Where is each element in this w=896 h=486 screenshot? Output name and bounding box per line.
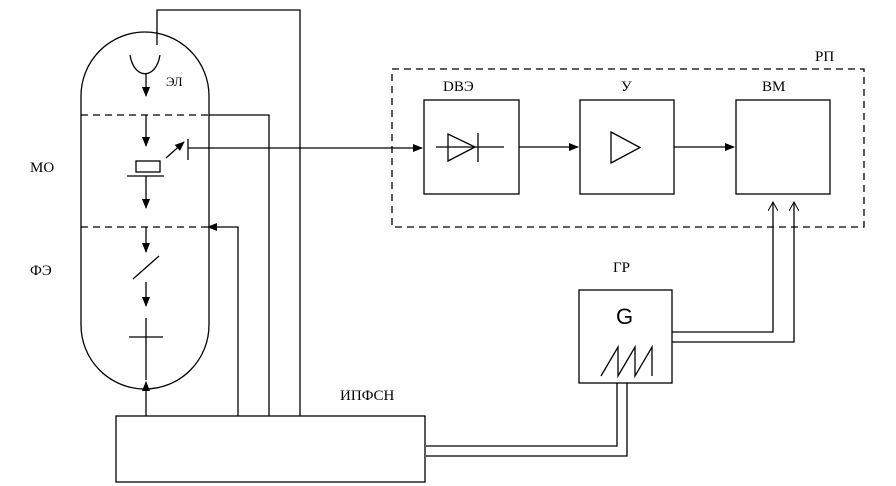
electron-source [129,54,161,75]
label-vm: ВМ [762,79,786,95]
label-gr: ГР [613,260,631,276]
label-u: У [621,79,632,95]
resonator [135,160,161,173]
vm-block [735,99,831,195]
label-dve: DВЭ [443,79,474,95]
tube-outline [80,31,210,390]
label-rp: РП [815,49,835,65]
u-block [579,99,675,195]
label-g: G [616,304,634,329]
rp-enclosure [391,68,865,228]
gr-block [578,289,673,384]
ipfsn-block [115,415,426,483]
label-mo: МО [30,160,55,176]
label-fe: ФЭ [30,263,52,279]
sawtooth-icon [600,344,653,379]
label-ipfsn: ИПФСН [340,388,395,404]
label-el: ЭЛ [166,74,183,89]
probe-arrow [165,141,185,159]
photo-element [132,255,160,280]
